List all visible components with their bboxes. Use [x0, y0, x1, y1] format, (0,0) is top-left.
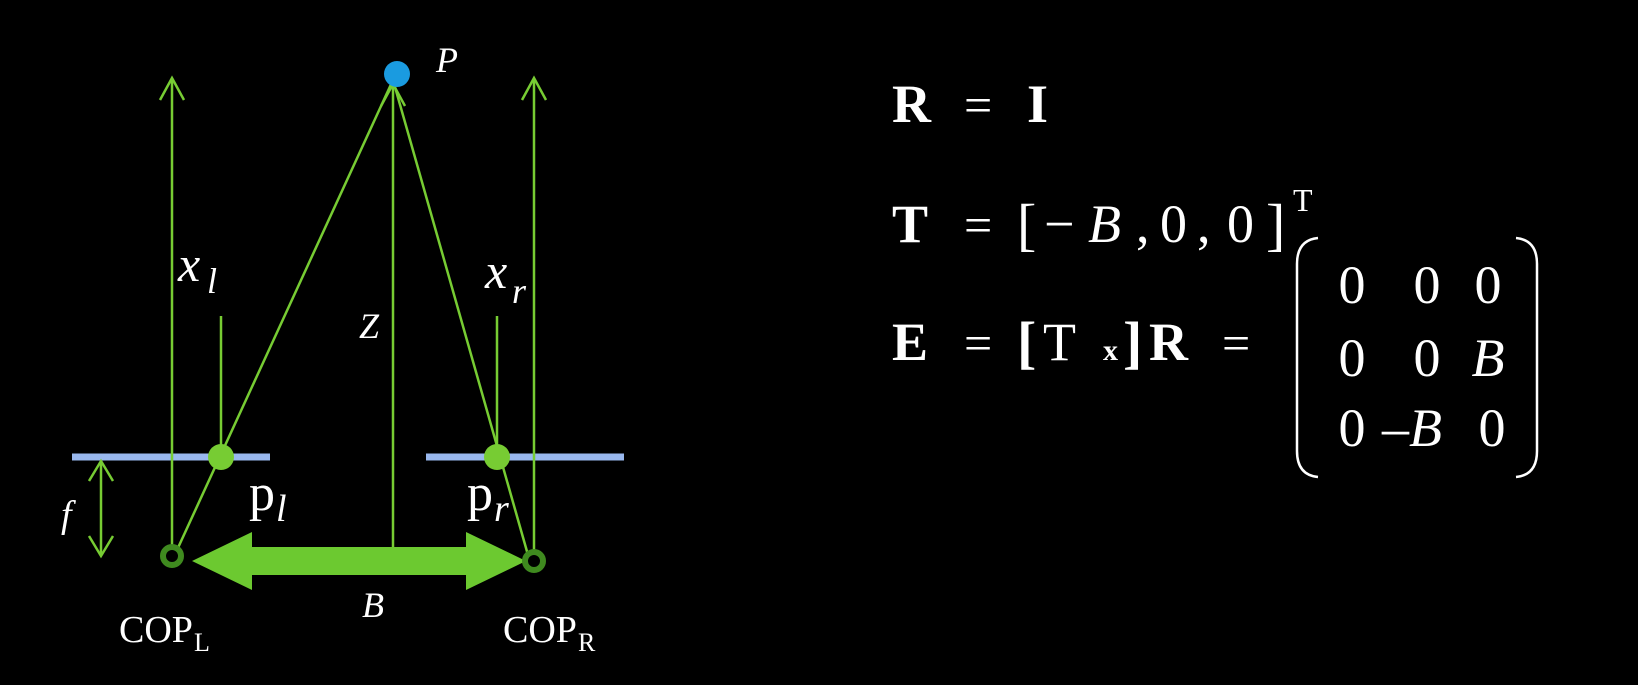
- left-optical-axis-arrow: [158, 75, 186, 552]
- right-optical-axis-arrow: [520, 75, 548, 560]
- svg-text:]: ]: [1266, 192, 1285, 257]
- depth-arrow: [379, 81, 407, 550]
- matrix-cell: 0: [1339, 255, 1366, 315]
- baseline-arrow: [192, 532, 526, 590]
- left-image-point: [208, 444, 234, 470]
- translation-equation: T = [ − B , 0 , 0 ] T: [892, 182, 1313, 257]
- right-cop-label: COPR: [503, 609, 596, 657]
- matrix-entries: 0 0 0 0 0 B 0 –B 0: [1339, 255, 1506, 458]
- matrix-cell: –B: [1381, 398, 1442, 458]
- right-image-point-label: pr: [467, 465, 509, 530]
- matrix-cell: 0: [1475, 255, 1502, 315]
- svg-text:=: =: [964, 315, 992, 371]
- svg-text:x: x: [1103, 334, 1118, 367]
- left-center-of-projection: [160, 544, 184, 568]
- svg-text:T: T: [892, 194, 928, 254]
- scene-point: [384, 61, 410, 87]
- svg-text:=: =: [964, 197, 992, 253]
- svg-text:R: R: [1149, 312, 1189, 372]
- baseline-b-label: B: [362, 585, 384, 625]
- svg-text:T: T: [1293, 182, 1313, 218]
- depth-z-label: Z: [359, 306, 380, 346]
- svg-text:,: ,: [1197, 194, 1211, 254]
- svg-text:,: ,: [1136, 194, 1150, 254]
- left-image-point-label: pl: [249, 465, 287, 530]
- svg-text:T: T: [1043, 312, 1076, 372]
- right-projection-ray: [391, 79, 530, 556]
- svg-text:[: [: [1017, 310, 1036, 375]
- right-image-point: [484, 444, 510, 470]
- svg-text:E: E: [892, 312, 928, 372]
- svg-text:0: 0: [1160, 194, 1187, 254]
- equations-block: R = I T = [ − B , 0 , 0 ] T E = [ T x ] …: [892, 74, 1539, 479]
- left-cop-label: COPL: [119, 609, 210, 657]
- svg-text:I: I: [1027, 74, 1048, 134]
- svg-text:[: [: [1017, 192, 1036, 257]
- matrix-cell: 0: [1339, 328, 1366, 388]
- essential-matrix-equation: E = [ T x ] R =: [892, 310, 1250, 375]
- svg-text:=: =: [964, 77, 992, 133]
- svg-text:0: 0: [1227, 194, 1254, 254]
- matrix-cell: 0: [1479, 398, 1506, 458]
- left-projection-ray: [175, 79, 395, 551]
- point-p-label: P: [435, 40, 458, 80]
- svg-text:B: B: [1088, 194, 1121, 254]
- rotation-equation: R = I: [892, 74, 1048, 134]
- svg-text:=: =: [1222, 315, 1250, 371]
- focal-length-arrow: [87, 458, 115, 559]
- matrix-cell: 0: [1339, 398, 1366, 458]
- matrix-left-paren: [1295, 236, 1319, 479]
- svg-text:]: ]: [1123, 310, 1142, 375]
- right-center-of-projection: [522, 549, 546, 573]
- matrix-right-paren: [1515, 236, 1539, 479]
- focal-f-label: f: [61, 494, 76, 536]
- svg-text:−: −: [1044, 194, 1074, 254]
- matrix-cell: 0: [1414, 255, 1441, 315]
- matrix-cell: B: [1472, 328, 1505, 388]
- svg-text:R: R: [892, 74, 932, 134]
- matrix-cell: 0: [1414, 328, 1441, 388]
